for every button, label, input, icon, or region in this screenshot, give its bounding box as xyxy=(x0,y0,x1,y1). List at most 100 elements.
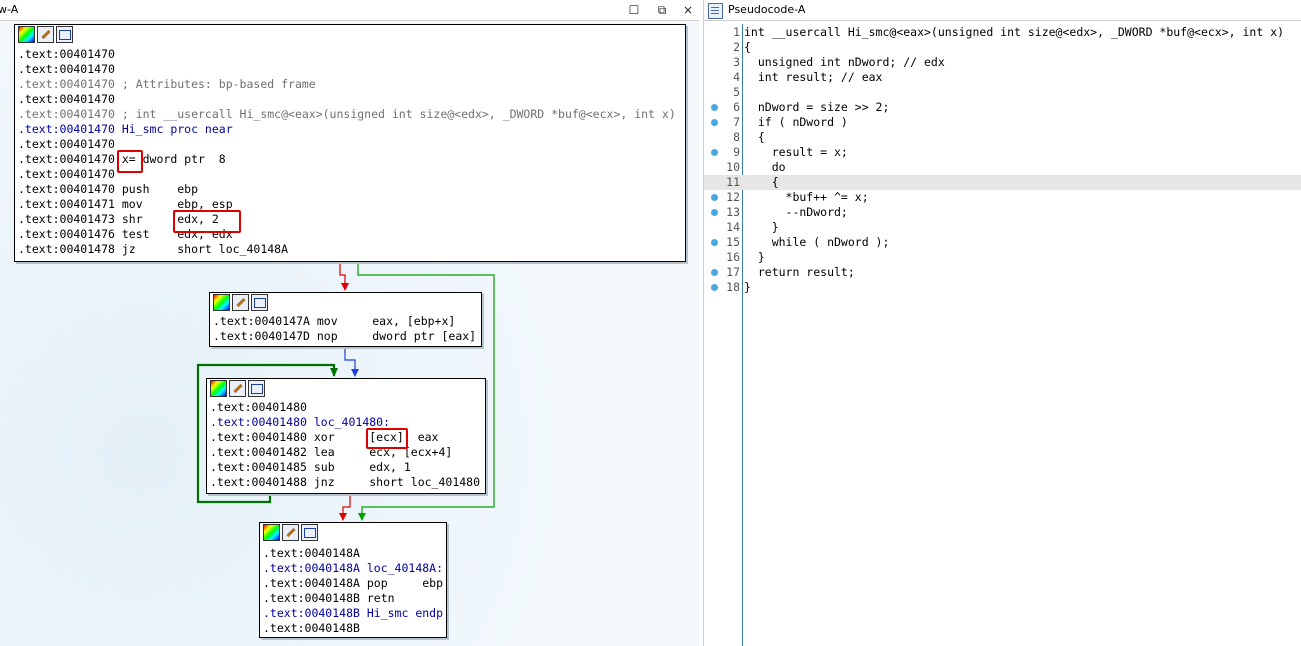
minimize-icon[interactable]: ☐ xyxy=(628,3,640,17)
code-line[interactable]: 10 do xyxy=(704,160,1301,175)
code-line[interactable]: 1 int __usercall Hi_smc@<eax>(unsigned in… xyxy=(704,25,1301,40)
asm-line[interactable]: .text:00401470 xyxy=(18,167,115,181)
color-palette-icon[interactable] xyxy=(263,524,280,541)
code-line[interactable]: 5 xyxy=(704,85,1301,100)
asm-line[interactable]: .text:0040148B retn xyxy=(263,591,395,605)
line-number: 15 xyxy=(726,235,740,249)
asm-line[interactable]: .text:0040148A xyxy=(263,546,360,560)
edit-icon[interactable] xyxy=(229,380,246,397)
code-text[interactable]: } xyxy=(744,250,765,264)
code-text[interactable]: { xyxy=(744,130,765,144)
document-icon xyxy=(708,3,723,19)
node-header xyxy=(207,379,485,397)
asm-line[interactable]: .text:0040147D nop dword ptr [eax] xyxy=(213,329,477,343)
asm-line[interactable]: .text:00401470 xyxy=(18,137,115,151)
code-line[interactable]: 3 unsigned int nDword; // edx xyxy=(704,55,1301,70)
pseudocode-titlebar: Pseudocode-A xyxy=(704,0,1301,21)
code-line[interactable]: 12 *buf++ ^= x; xyxy=(704,190,1301,205)
edit-icon[interactable] xyxy=(232,294,249,311)
breakpoint-dot-icon[interactable] xyxy=(711,194,718,201)
graph-node-loop[interactable]: .text:00401480 .text:00401480 loc_401480… xyxy=(206,378,486,494)
code-line[interactable]: 9 result = x; xyxy=(704,145,1301,160)
code-text[interactable]: nDword = size >> 2; xyxy=(744,100,890,114)
code-line[interactable]: 11 { xyxy=(704,175,1301,190)
breakpoint-dot-icon[interactable] xyxy=(711,239,718,246)
asm-line[interactable]: .text:00401485 sub edx, 1 xyxy=(210,460,411,474)
code-text[interactable]: int result; // eax xyxy=(744,70,883,84)
code-line[interactable]: 7 if ( nDword ) xyxy=(704,115,1301,130)
code-line[interactable]: 15 while ( nDword ); xyxy=(704,235,1301,250)
code-text[interactable]: } xyxy=(744,280,751,294)
asm-line[interactable]: .text:00401480 xyxy=(210,400,307,414)
breakpoint-dot-icon[interactable] xyxy=(711,209,718,216)
code-text[interactable]: int __usercall Hi_smc@<eax>(unsigned int… xyxy=(744,25,1285,39)
code-text[interactable]: unsigned int nDword; // edx xyxy=(744,55,945,69)
asm-line[interactable]: .text:00401470 xyxy=(18,62,115,76)
asm-line[interactable]: .text:00401470 xyxy=(18,92,115,106)
breakpoint-dot-icon[interactable] xyxy=(711,104,718,111)
edit-icon[interactable] xyxy=(37,26,54,43)
breakpoint-dot-icon[interactable] xyxy=(711,119,718,126)
asm-line[interactable]: .text:00401476 test edx, edx xyxy=(18,227,233,241)
graph-icon[interactable] xyxy=(251,294,268,311)
asm-comment-line[interactable]: .text:00401470 ; Attributes: bp-based fr… xyxy=(18,77,316,91)
code-line[interactable]: 17 return result; xyxy=(704,265,1301,280)
asm-line[interactable]: .text:00401473 shr edx, 2 xyxy=(18,212,219,226)
color-palette-icon[interactable] xyxy=(210,380,227,397)
asm-line[interactable]: .text:00401482 lea ecx, [ecx+4] xyxy=(210,445,453,459)
asm-proc-line[interactable]: .text:00401470 Hi_smc proc near xyxy=(18,122,233,136)
breakpoint-dot-icon[interactable] xyxy=(711,149,718,156)
graph-node-mov[interactable]: .text:0040147A mov eax, [ebp+x] .text:00… xyxy=(209,292,482,347)
asm-label-line[interactable]: .text:0040148A loc_40148A: xyxy=(263,561,444,575)
code-text[interactable]: do xyxy=(744,160,786,174)
code-line[interactable]: 8 { xyxy=(704,130,1301,145)
pseudocode-pane[interactable]: Pseudocode-A 1 int __usercall Hi_smc@<eax… xyxy=(703,0,1301,646)
line-number: 6 xyxy=(733,100,740,114)
code-line[interactable]: 6 nDword = size >> 2; xyxy=(704,100,1301,115)
graph-icon[interactable] xyxy=(301,524,318,541)
asm-line[interactable]: .text:0040148B xyxy=(263,621,360,635)
asm-line[interactable]: .text:00401470 xyxy=(18,47,115,61)
asm-line[interactable]: .text:0040148A pop ebp xyxy=(263,576,444,590)
color-palette-icon[interactable] xyxy=(18,26,35,43)
code-line[interactable]: 16 } xyxy=(704,250,1301,265)
graph-node-entry[interactable]: .text:00401470 .text:00401470 .text:0040… xyxy=(14,24,686,262)
line-number: 1 xyxy=(733,25,740,39)
asm-proc-end-line[interactable]: .text:0040148B Hi_smc endp xyxy=(263,606,444,620)
graph-icon[interactable] xyxy=(56,26,73,43)
color-palette-icon[interactable] xyxy=(213,294,230,311)
code-line[interactable]: 2{ xyxy=(704,40,1301,55)
asm-line[interactable]: .text:00401480 xor [ecx], eax xyxy=(210,430,439,444)
asm-line[interactable]: .text:0040147A mov eax, [ebp+x] xyxy=(213,314,456,328)
line-number: 7 xyxy=(733,115,740,129)
code-text[interactable]: return result; xyxy=(744,265,855,279)
asm-line[interactable]: .text:00401488 jnz short loc_401480 xyxy=(210,475,481,489)
close-icon[interactable]: × xyxy=(682,3,694,17)
code-text[interactable]: --nDword; xyxy=(744,205,848,219)
code-text[interactable]: { xyxy=(744,40,751,54)
asm-signature-line[interactable]: .text:00401470 ; int __usercall Hi_smc@<… xyxy=(18,107,676,121)
asm-var-line[interactable]: .text:00401470 x= dword ptr 8 xyxy=(18,152,226,166)
graph-node-exit[interactable]: .text:0040148A .text:0040148A loc_40148A… xyxy=(259,522,447,638)
code-text[interactable]: { xyxy=(744,175,779,189)
code-text[interactable]: *buf++ ^= x; xyxy=(744,190,869,204)
code-text[interactable]: while ( nDword ); xyxy=(744,235,890,249)
code-text[interactable]: if ( nDword ) xyxy=(744,115,848,129)
asm-line[interactable]: .text:00401471 mov ebp, esp xyxy=(18,197,233,211)
asm-label-line[interactable]: .text:00401480 loc_401480: xyxy=(210,415,391,429)
edit-icon[interactable] xyxy=(282,524,299,541)
breakpoint-dot-icon[interactable] xyxy=(711,284,718,291)
code-text[interactable]: result = x; xyxy=(744,145,848,159)
code-line[interactable]: 4 int result; // eax xyxy=(704,70,1301,85)
code-line[interactable]: 14 } xyxy=(704,220,1301,235)
restore-icon[interactable]: ⧉ xyxy=(657,3,667,17)
breakpoint-dot-icon[interactable] xyxy=(711,269,718,276)
code-line[interactable]: 18} xyxy=(704,280,1301,295)
asm-line[interactable]: .text:00401470 push ebp xyxy=(18,182,199,196)
code-text[interactable]: } xyxy=(744,220,779,234)
code-line[interactable]: 13 --nDword; xyxy=(704,205,1301,220)
graph-view-pane[interactable]: w-A ☐ ⧉ × .text:00401470 .text:00401470 … xyxy=(0,0,699,646)
asm-line[interactable]: .text:00401478 jz short loc_40148A xyxy=(18,242,289,256)
graph-icon[interactable] xyxy=(248,380,265,397)
line-number: 13 xyxy=(726,205,740,219)
